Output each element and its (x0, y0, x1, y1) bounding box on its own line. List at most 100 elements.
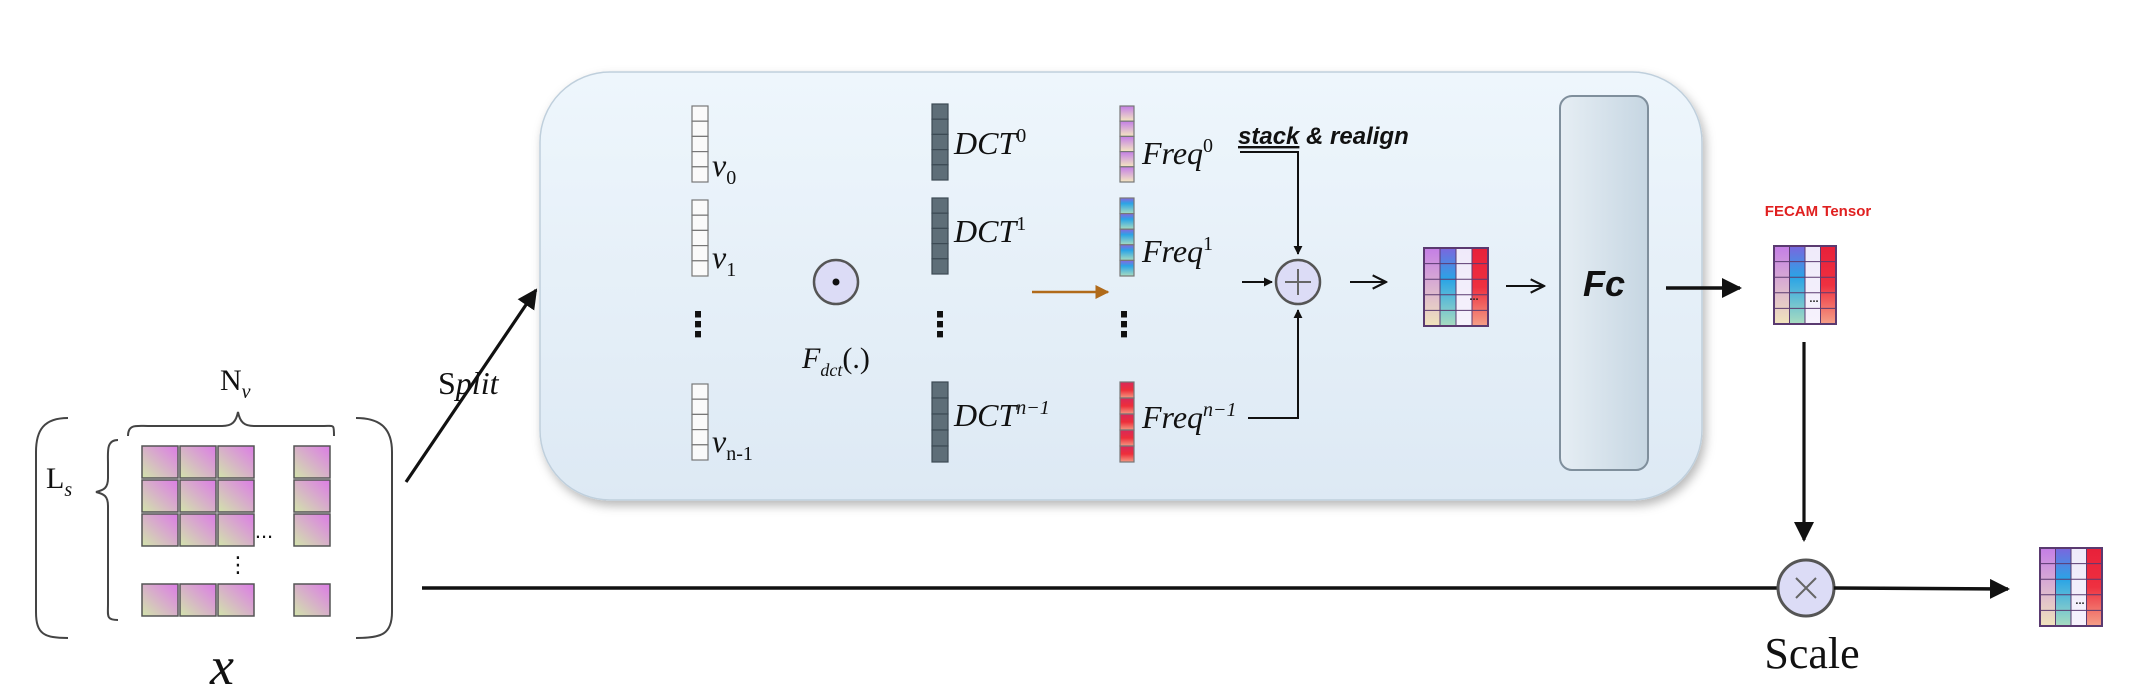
fdct-arg: (.) (842, 342, 869, 375)
tensor-fecam-border (1773, 245, 1837, 325)
freq-vectors: Freq0 Freq1 ⋮ Freqn−1 (1107, 105, 1237, 463)
freq-1-sup: 1 (1203, 233, 1213, 255)
fcol-f0-cell-2 (1119, 135, 1135, 153)
dct-vdots: ⋮ (923, 306, 957, 344)
fcol-f0-cell-4 (1119, 166, 1135, 183)
fcol-fn-cell-1 (1119, 397, 1135, 415)
input-cell-r1-c1 (179, 479, 217, 513)
stack-in-top (1240, 151, 1303, 255)
input-cell-r0-c2 (217, 445, 255, 479)
width-label-base: N (220, 364, 242, 397)
tensor-output-column-1 (2055, 548, 2071, 626)
fcol-fn-cell-0 (1119, 381, 1135, 399)
freq-n-sup: n−1 (1203, 399, 1237, 421)
split-label-suffix: plit (454, 365, 500, 401)
dct-1-sup: 1 (1016, 213, 1026, 235)
vector-v0 (691, 105, 709, 183)
dcol-d0-cell-0 (931, 103, 949, 120)
tensor-fecam-column-1 (1789, 246, 1805, 324)
input-matrix-group: ... ⋮ Nv Ls x (35, 364, 393, 696)
freq-vector-1 (1119, 197, 1135, 277)
fcol-f1-cell-4 (1119, 259, 1135, 277)
dct-0-label: DCT0 (953, 125, 1026, 161)
vector-v1-sub: 1 (726, 259, 736, 281)
vcol-vn-cell-0 (691, 383, 709, 400)
vcol-v1-cell-3 (691, 245, 709, 262)
dct-vector-0 (931, 103, 949, 181)
input-name: x (209, 636, 234, 696)
stacked-tensor-dots: ... (1469, 291, 1478, 303)
dct-vector-n (931, 381, 949, 463)
freq-n-base: Freq (1141, 399, 1203, 435)
freq-1-base: Freq (1141, 233, 1203, 269)
height-label-base: L (46, 462, 64, 495)
fdct-sub: dct (820, 360, 843, 380)
vcol-vn-cell-4 (691, 444, 709, 461)
input-cell-r2-c1 (179, 513, 217, 547)
vcol-v1-cell-4 (691, 260, 709, 277)
split-label: Split (438, 365, 500, 401)
tensor-output-border (2039, 547, 2103, 627)
dcol-d0-cell-4 (931, 164, 949, 181)
fdct-label: Fdct(.) (801, 342, 870, 380)
tensor-stacked-column-2 (1456, 248, 1472, 326)
input-cell-r1-c0 (141, 479, 179, 513)
plus-icon (1285, 269, 1311, 295)
width-label: Nv (220, 364, 251, 403)
vcol-v1-cell-1 (691, 214, 709, 231)
vector-vn-sub: n-1 (726, 443, 753, 465)
matrix-v-ellipsis: ⋮ (227, 552, 249, 577)
input-cell-r3-c3 (293, 583, 331, 617)
freq-0-sup: 0 (1203, 135, 1213, 157)
input-cell-r0-c3 (293, 445, 331, 479)
fecam-panel (539, 71, 1703, 501)
tensor-fecam-column-2 (1805, 246, 1821, 324)
fcol-f0-cell-1 (1119, 120, 1135, 137)
vector-v0-label: v0 (712, 147, 736, 189)
dcol-dn-cell-1 (931, 397, 949, 415)
width-label-sub: v (242, 381, 251, 403)
dct-n-sup: n−1 (1016, 397, 1050, 419)
input-cell-r2-c2 (217, 513, 255, 547)
fcol-fn-cell-3 (1119, 429, 1135, 447)
realign-word: & realign (1299, 123, 1408, 150)
dct-vector-1 (931, 197, 949, 275)
input-cell-r0-c1 (179, 445, 217, 479)
output-tensor (2039, 547, 2103, 627)
dot-product-center-icon (832, 278, 840, 286)
vector-vn-base: v (712, 423, 727, 459)
fdct-base: F (801, 342, 821, 375)
freq-n-label: Freqn−1 (1141, 399, 1237, 435)
vector-vn (691, 383, 709, 461)
vcol-vn-cell-2 (691, 413, 709, 431)
input-cell-r3-c0 (141, 583, 179, 617)
dct-1-label: DCT1 (953, 213, 1026, 249)
dct-1-base: DCT (953, 213, 1018, 249)
dcol-dn-cell-4 (931, 445, 949, 463)
dcol-d1-cell-0 (931, 197, 949, 214)
input-cell-r1-c2 (217, 479, 255, 513)
input-cell-r3-c1 (179, 583, 217, 617)
freq-1-label: Freq1 (1141, 233, 1213, 269)
dcol-d0-cell-1 (931, 118, 949, 135)
fecam-tensor-dots: ... (1809, 293, 1818, 305)
tensor-stacked-column-0 (1424, 248, 1440, 326)
dcol-d1-cell-4 (931, 258, 949, 275)
vcol-v0-cell-2 (691, 135, 709, 153)
freq-0-label: Freq0 (1141, 135, 1213, 171)
freq-vector-n (1119, 381, 1135, 463)
stacked-tensor (1423, 247, 1489, 327)
vcol-vn-cell-3 (691, 429, 709, 446)
fcol-f0-cell-3 (1119, 151, 1135, 168)
dcol-d0-cell-3 (931, 149, 949, 166)
multiply-icon (1795, 577, 1817, 599)
vcol-v0-cell-0 (691, 105, 709, 122)
stack-in-bottom (1248, 309, 1303, 419)
input-cell-r3-c2 (217, 583, 255, 617)
vector-v1-base: v (712, 239, 727, 275)
fcol-f1-cell-1 (1119, 213, 1135, 230)
fc-block (1559, 95, 1649, 471)
tensor-stacked-column-3 (1472, 248, 1488, 326)
tensor-fecam-column-3 (1820, 246, 1836, 324)
